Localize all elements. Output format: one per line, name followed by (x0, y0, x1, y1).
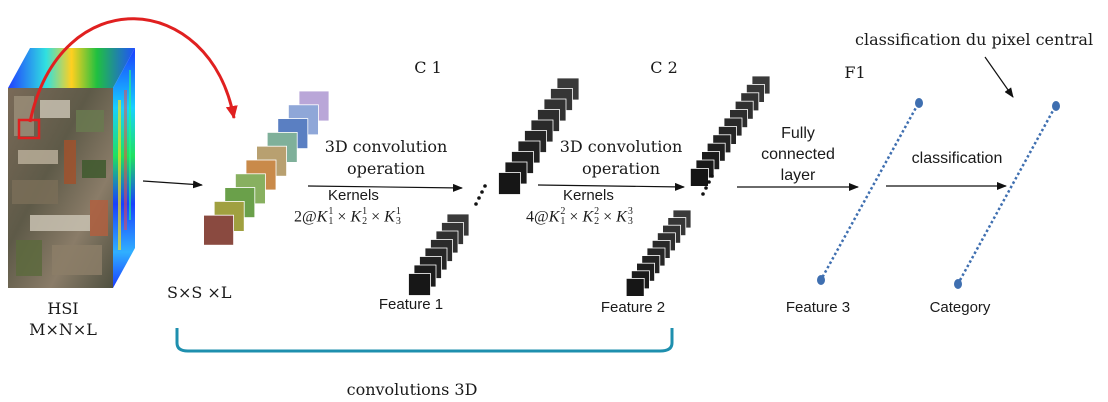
annotation-label: classification du pixel central (855, 30, 1093, 49)
feature3-label: Feature 3 (786, 299, 850, 316)
arrow-input-to-patches (143, 181, 202, 185)
conv1-line1: 3D convolution (325, 137, 448, 156)
hsi-cube (8, 48, 135, 288)
c1-dots (474, 184, 487, 206)
c2-label: C 2 (650, 58, 678, 77)
feature2-label: Feature 2 (601, 299, 665, 316)
conv2-line2: operation (582, 159, 660, 178)
patch-dims-label: S×S ×L (167, 283, 231, 302)
f1-label: F1 (844, 63, 865, 82)
conv2-line1: 3D convolution (560, 137, 683, 156)
c2-feature-map-tile (690, 168, 708, 186)
fc-line3: layer (781, 167, 816, 185)
classification-step-label: classification (912, 150, 1003, 168)
c2-feature-map-tile (626, 278, 644, 296)
feature3-neurons (817, 98, 923, 285)
c1-feature-map-tile (499, 173, 521, 195)
c1-feature-stack-lower (409, 214, 470, 296)
convolution-brace (177, 328, 672, 351)
c1-label: C 1 (414, 58, 442, 77)
c1-feature-map-tile (409, 274, 431, 296)
fc-line1: Fully (781, 125, 815, 143)
category-neurons (954, 101, 1060, 289)
feature1-label: Feature 1 (379, 296, 443, 313)
c2-feature-stack-lower (626, 210, 691, 296)
annotation-pointer-arrow (985, 57, 1013, 97)
hsi-dims-label: M×N×L (29, 320, 97, 339)
fc-line2: connected (761, 146, 835, 164)
c2-feature-stack-upper (690, 76, 770, 186)
conv1-line2: operation (347, 159, 425, 178)
hsi-label: HSI (47, 299, 78, 318)
category-label: Category (930, 299, 991, 316)
conv2-kernels-label: Kernels (563, 187, 614, 204)
conv1-kernels-label: Kernels (328, 187, 379, 204)
brace-label: convolutions 3D (347, 380, 478, 399)
spectral-patch-tile (204, 215, 234, 245)
